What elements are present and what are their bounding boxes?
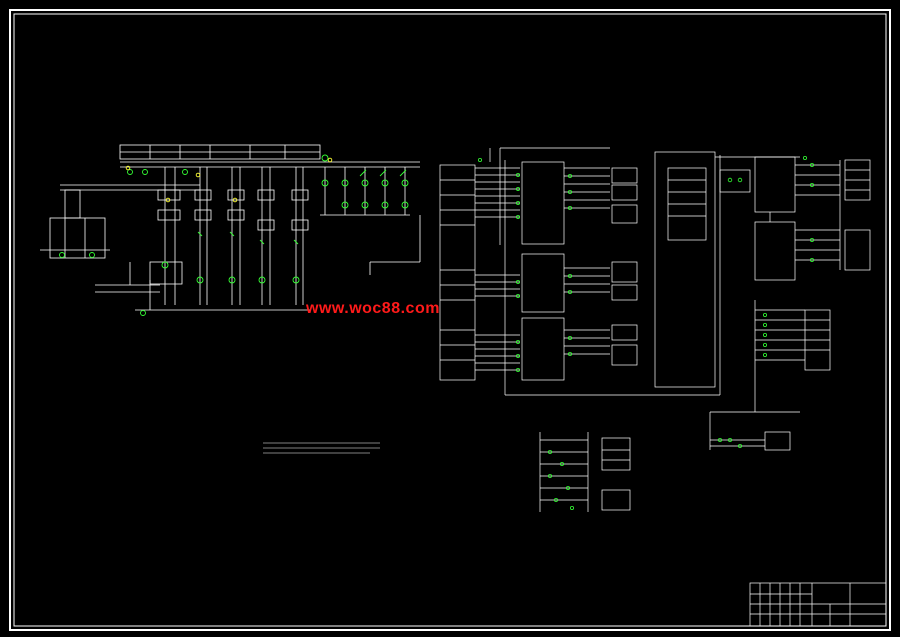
relay-output-section — [709, 156, 871, 451]
component-symbols-yellow — [125, 157, 333, 203]
watermark-url: www.woc88.com — [306, 300, 440, 317]
title-block — [749, 582, 887, 627]
auxiliary-symbols — [548, 449, 575, 510]
outer-border — [9, 9, 891, 631]
component-symbols-main — [59, 154, 409, 316]
auxiliary-ladder — [539, 432, 631, 512]
notes-block — [263, 442, 380, 454]
main-power-circuit — [40, 144, 421, 311]
io-terminal-symbols — [477, 157, 573, 372]
io-terminal-tables — [439, 147, 721, 396]
inner-border — [13, 13, 887, 627]
relay-symbols — [718, 155, 815, 448]
